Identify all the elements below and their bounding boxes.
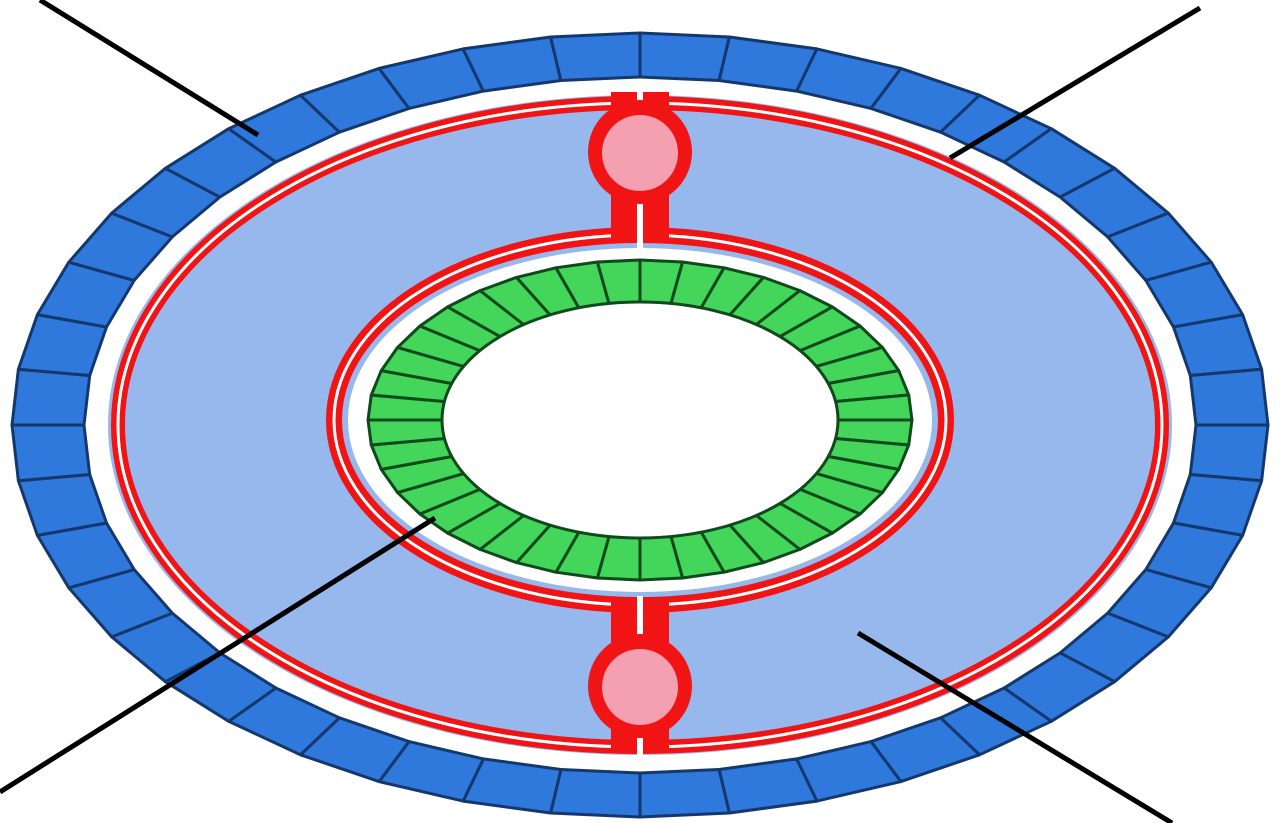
outer-ring-segment: [640, 33, 729, 81]
bottom-junction-dot: [602, 649, 678, 725]
outer-ring-segment: [12, 369, 90, 425]
outer-ring-segment: [551, 770, 640, 818]
central-lumen: [442, 302, 838, 538]
outer-ring-segment: [1190, 425, 1268, 481]
outer-ring-segment: [640, 770, 729, 818]
top-junction-dot: [602, 115, 678, 191]
outer-ring-segment: [551, 33, 640, 81]
outer-ring-segment: [12, 425, 90, 481]
outer-ring-segment: [1190, 369, 1268, 425]
